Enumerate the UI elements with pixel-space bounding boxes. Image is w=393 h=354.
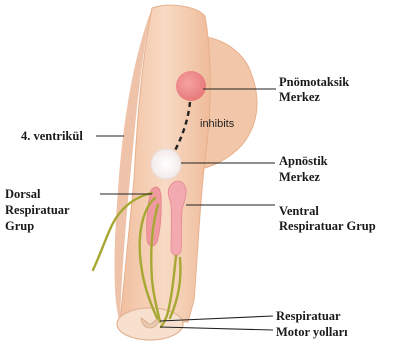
label-pnomotaksik-line2: Merkez [279, 90, 320, 104]
label-apnostik-line2: Merkez [279, 170, 320, 184]
label-dorsal-line2: Respiratuar [5, 203, 70, 217]
pneumotaxic-center [176, 71, 206, 101]
label-pnomotaksik-line1: Pnömotaksik [279, 75, 349, 89]
label-dorsal-line3: Grup [5, 219, 34, 233]
label-apnostik-line1: Apnöstik [279, 154, 328, 168]
label-dorsal-line1: Dorsal [5, 187, 40, 201]
inhibits-label: inhibits [200, 118, 234, 130]
brainstem [115, 5, 257, 340]
label-ventral-line2: Respiratuar Grup [279, 219, 376, 233]
apneustic-center [151, 149, 181, 179]
label-motor-line2: Motor yolları [276, 325, 348, 339]
label-ventrikul: 4. ventrikül [21, 129, 83, 143]
label-motor-line1: Respiratuar [276, 309, 341, 323]
label-ventral-line1: Ventral [279, 204, 319, 218]
